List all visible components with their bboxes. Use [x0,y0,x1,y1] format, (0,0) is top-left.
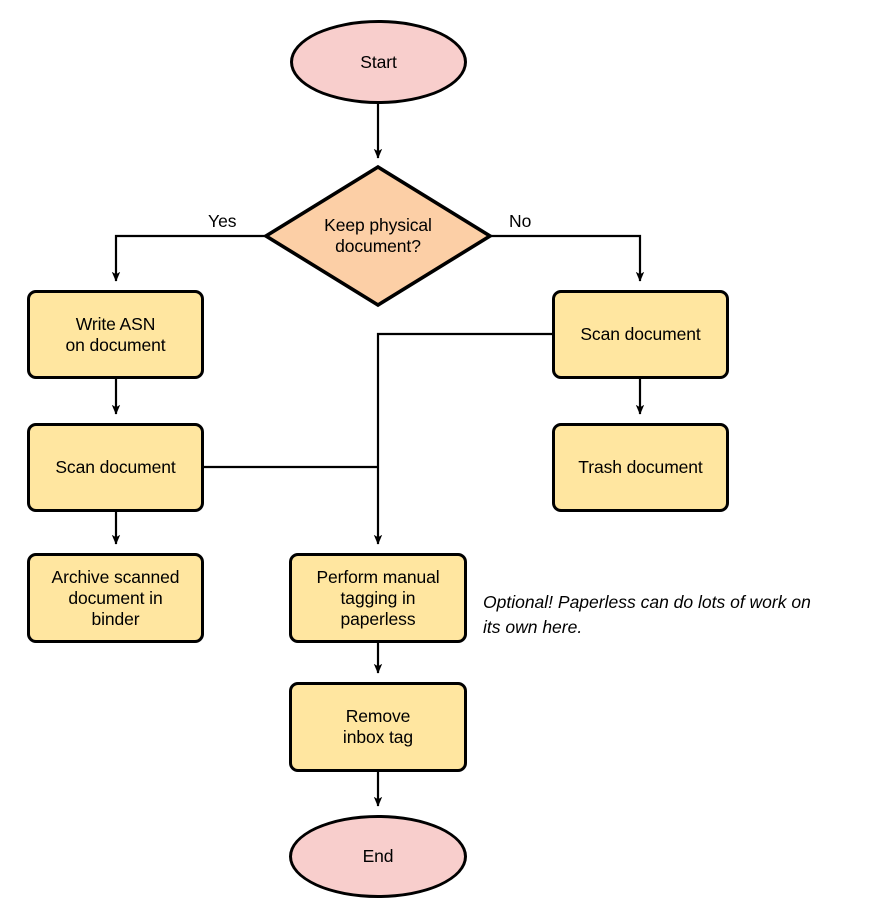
edge-label-no: No [509,211,532,231]
node-scan-document-right-label: Scan document [580,324,701,344]
node-write-asn-on-document[interactable]: Write ASN on document [27,290,204,379]
edge-scan-right-to-tagging [373,332,552,545]
node-end[interactable]: End [289,815,467,898]
node-trash-document[interactable]: Trash document [552,423,729,512]
node-start[interactable]: Start [290,20,467,104]
node-perform-manual-tagging[interactable]: Perform manual tagging in paperless [289,553,467,643]
edge-decision-yes-to-write-asn [111,234,266,282]
edge-decision-no-to-scan-right [490,234,645,282]
node-remove-inbox-tag[interactable]: Remove inbox tag [289,682,467,772]
edge-label-yes: Yes [208,211,237,231]
node-scan-document-left-label: Scan document [55,457,176,477]
node-end-label: End [362,846,394,866]
node-remove-inbox-tag-label: Remove inbox tag [342,706,414,747]
node-decision-label: Keep physical document? [324,215,432,256]
node-archive-label: Archive scanned document in binder [51,566,180,629]
node-start-label: Start [360,51,397,72]
node-scan-document-left[interactable]: Scan document [27,423,204,512]
node-write-asn-label: Write ASN on document [65,313,166,355]
node-tagging-label: Perform manual tagging in paperless [316,566,440,629]
node-trash-document-label: Trash document [578,457,703,477]
decision-diamond-shape [262,164,494,308]
node-decision-keep-physical-document[interactable]: Keep physical document? [278,200,478,272]
node-archive-scanned-document[interactable]: Archive scanned document in binder [27,553,204,643]
annotation-optional-note: Optional! Paperless can do lots of work … [483,592,811,637]
node-scan-document-right[interactable]: Scan document [552,290,729,379]
